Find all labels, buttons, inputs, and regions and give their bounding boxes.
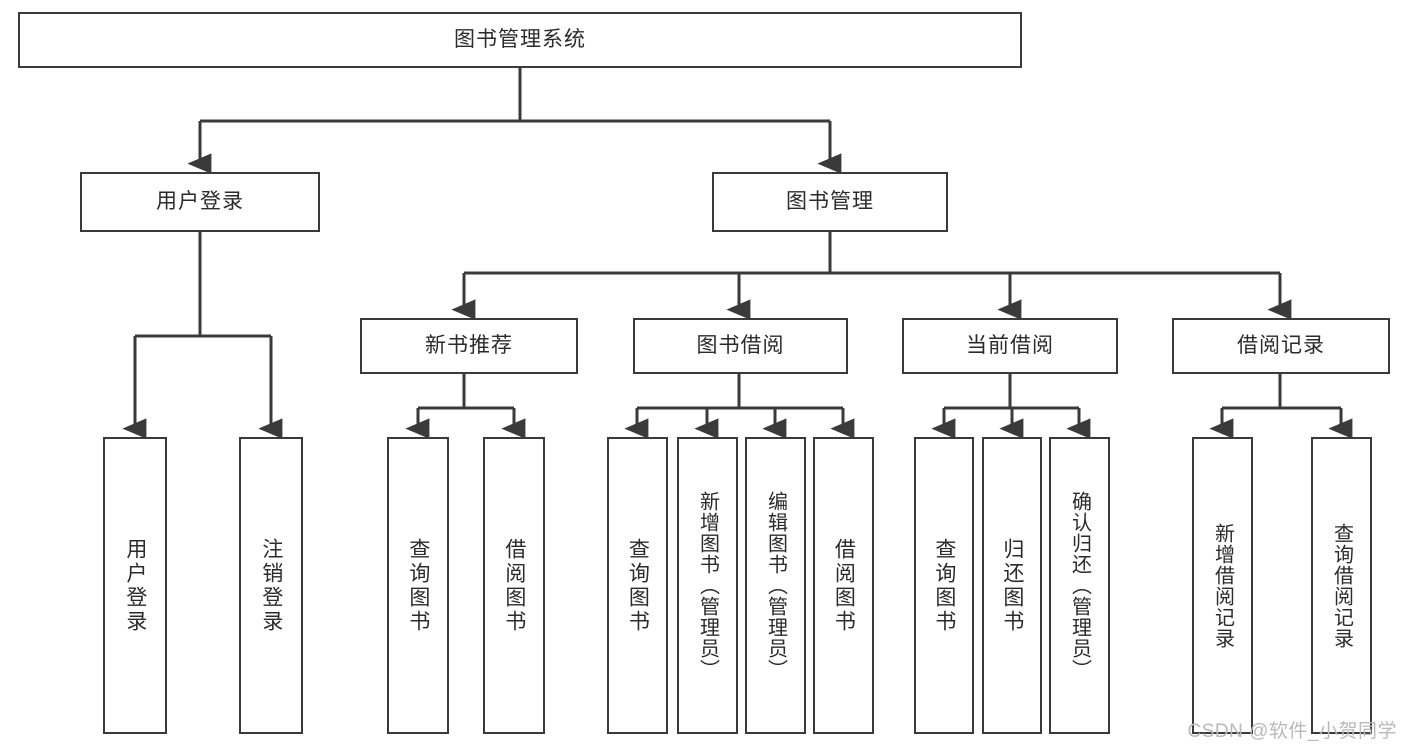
leaf-logout[interactable]: 注销登录 [239,437,303,734]
leaf-confirm-return-admin[interactable]: 确认归还（管理员） [1049,437,1110,734]
node-label: 借阅记录 [1237,333,1325,357]
node-label: 借阅图书 [832,537,856,634]
node-new-book-recommend[interactable]: 新书推荐 [360,318,578,374]
node-label: 图书借阅 [696,333,785,357]
node-label: 查询图书 [626,537,650,634]
node-label: 图书管理 [786,189,874,213]
leaf-query-book-current[interactable]: 查询图书 [914,437,974,734]
leaf-return-book[interactable]: 归还图书 [982,437,1042,734]
node-label: 确认归还（管理员） [1068,491,1091,680]
leaf-borrow-book-recommend[interactable]: 借阅图书 [483,437,545,734]
leaf-add-borrow-record[interactable]: 新增借阅记录 [1192,437,1253,734]
leaf-query-book-borrow[interactable]: 查询图书 [607,437,668,734]
node-label: 查询借阅记录 [1330,522,1353,649]
leaf-edit-book-admin[interactable]: 编辑图书（管理员） [745,437,806,734]
node-book-borrow[interactable]: 图书借阅 [633,318,848,374]
node-label: 新书推荐 [425,333,513,357]
leaf-add-book-admin[interactable]: 新增图书（管理员） [677,437,738,734]
node-current-borrow[interactable]: 当前借阅 [902,318,1118,374]
node-label: 当前借阅 [966,333,1054,357]
node-label: 用户登录 [123,537,147,634]
node-label: 用户登录 [156,189,244,213]
leaf-query-book-recommend[interactable]: 查询图书 [387,437,449,734]
node-book-management[interactable]: 图书管理 [712,172,948,232]
node-root-system[interactable]: 图书管理系统 [18,12,1022,68]
node-label: 归还图书 [1000,537,1024,634]
node-label: 查询图书 [932,537,956,634]
watermark-text: CSDN @软件_小贺同学 [1187,721,1397,742]
node-user-login[interactable]: 用户登录 [80,172,320,232]
node-label: 借阅图书 [502,537,526,634]
leaf-borrow-book[interactable]: 借阅图书 [813,437,874,734]
node-label: 新增借阅记录 [1211,522,1234,649]
leaf-user-login[interactable]: 用户登录 [103,437,167,734]
node-label: 注销登录 [259,537,283,634]
node-label: 查询图书 [406,537,430,634]
leaf-query-borrow-record[interactable]: 查询借阅记录 [1311,437,1372,734]
node-label: 编辑图书（管理员） [764,491,787,680]
node-label: 新增图书（管理员） [696,491,719,680]
node-label: 图书管理系统 [454,27,586,51]
node-borrow-records[interactable]: 借阅记录 [1172,318,1390,374]
